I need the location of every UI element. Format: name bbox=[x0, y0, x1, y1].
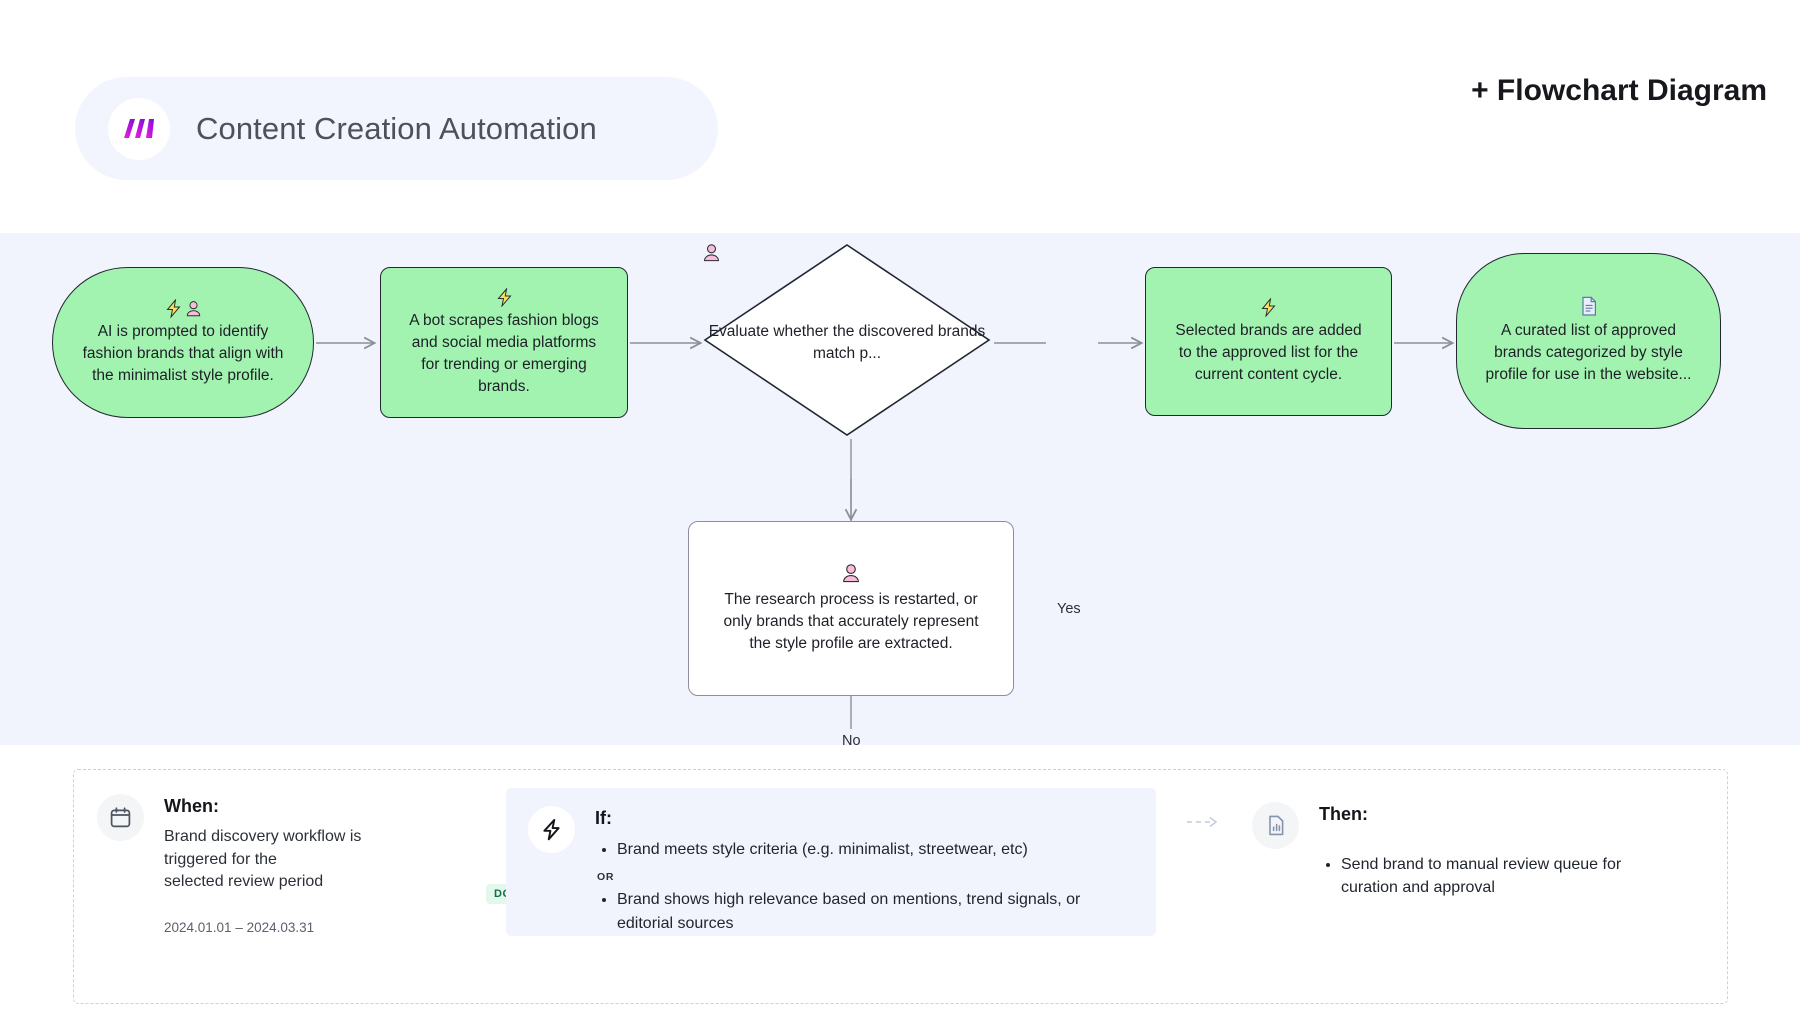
lightning-icon bbox=[1261, 297, 1276, 317]
then-action-list: Send brand to manual review queue for cu… bbox=[1319, 853, 1672, 899]
report-icon bbox=[1268, 815, 1283, 836]
when-block[interactable]: When: Brand discovery workflow is trigge… bbox=[97, 794, 537, 936]
workflow-title-pill[interactable]: Content Creation Automation bbox=[75, 77, 718, 180]
flow-node-restart-research[interactable]: The research process is restarted, or on… bbox=[688, 521, 1014, 696]
diamond-shape bbox=[703, 244, 991, 436]
flow-node-curated-list[interactable]: A curated list of approved brands catego… bbox=[1456, 253, 1721, 429]
node-icons bbox=[165, 298, 202, 318]
node-icons bbox=[1260, 297, 1277, 317]
node-text: AI is prompted to identify fashion brand… bbox=[82, 323, 284, 384]
if-to-then-arrow-icon bbox=[1187, 816, 1218, 828]
if-condition-item: Brand shows high relevance based on ment… bbox=[617, 888, 1134, 936]
then-action-item: Send brand to manual review queue for cu… bbox=[1341, 853, 1672, 899]
edge-label-yes: Yes bbox=[1051, 601, 1087, 617]
if-condition-list: Brand shows high relevance based on ment… bbox=[595, 888, 1134, 936]
person-icon bbox=[843, 563, 859, 582]
when-date-range: 2024.01.01 – 2024.03.31 bbox=[164, 920, 315, 936]
flowchart-canvas[interactable]: AI is prompted to identify fashion brand… bbox=[0, 233, 1800, 745]
person-icon bbox=[704, 244, 719, 262]
flow-node-brands-added[interactable]: Selected brands are added to the approve… bbox=[1145, 267, 1392, 416]
if-condition-list: Brand meets style criteria (e.g. minimal… bbox=[595, 838, 1134, 862]
diagram-type-label[interactable]: + Flowchart Diagram bbox=[1471, 74, 1767, 107]
then-heading: Then: bbox=[1319, 804, 1368, 824]
node-text: Evaluate whether the discovered brands m… bbox=[708, 322, 986, 362]
edge-label-no: No bbox=[836, 733, 867, 745]
person-icon bbox=[186, 300, 200, 316]
rule-summary-panel: When: Brand discovery workflow is trigge… bbox=[0, 745, 1800, 1024]
flow-node-bot-scrape[interactable]: A bot scrapes fashion blogs and social m… bbox=[380, 267, 628, 418]
then-block[interactable]: Then: Send brand to manual review queue … bbox=[1252, 802, 1672, 899]
when-text: Brand discovery workflow is triggered fo… bbox=[164, 828, 362, 891]
calendar-icon-badge bbox=[97, 794, 144, 841]
stacked-bars-logo-icon bbox=[124, 118, 154, 138]
rule-dashed-container: When: Brand discovery workflow is trigge… bbox=[73, 769, 1728, 1004]
node-text: The research process is restarted, or on… bbox=[723, 590, 979, 652]
page-header: Content Creation Automation + Flowchart … bbox=[0, 0, 1800, 233]
calendar-icon bbox=[110, 807, 131, 828]
if-heading: If: bbox=[595, 808, 612, 828]
workflow-title: Content Creation Automation bbox=[196, 110, 597, 146]
report-icon-badge bbox=[1252, 802, 1299, 849]
logo-badge bbox=[108, 97, 170, 160]
flow-node-evaluate-decision[interactable]: Evaluate whether the discovered brands m… bbox=[702, 242, 992, 438]
node-icons bbox=[1580, 296, 1598, 317]
if-block[interactable]: If: Brand meets style criteria (e.g. min… bbox=[506, 788, 1156, 936]
lightning-icon-badge bbox=[528, 806, 575, 853]
lightning-icon bbox=[496, 287, 512, 307]
lightning-icon bbox=[543, 818, 560, 841]
node-text: A bot scrapes fashion blogs and social m… bbox=[409, 312, 599, 395]
node-text: Selected brands are added to the approve… bbox=[1175, 322, 1362, 383]
document-icon bbox=[1581, 296, 1596, 316]
node-icons bbox=[496, 287, 513, 307]
flow-node-ai-prompt[interactable]: AI is prompted to identify fashion brand… bbox=[52, 267, 314, 418]
if-operator: OR bbox=[597, 871, 615, 883]
lightning-icon bbox=[165, 298, 181, 318]
node-icons bbox=[841, 563, 861, 583]
node-text: A curated list of approved brands catego… bbox=[1485, 321, 1692, 383]
when-heading: When: bbox=[164, 796, 219, 816]
if-condition-item: Brand meets style criteria (e.g. minimal… bbox=[617, 838, 1134, 862]
